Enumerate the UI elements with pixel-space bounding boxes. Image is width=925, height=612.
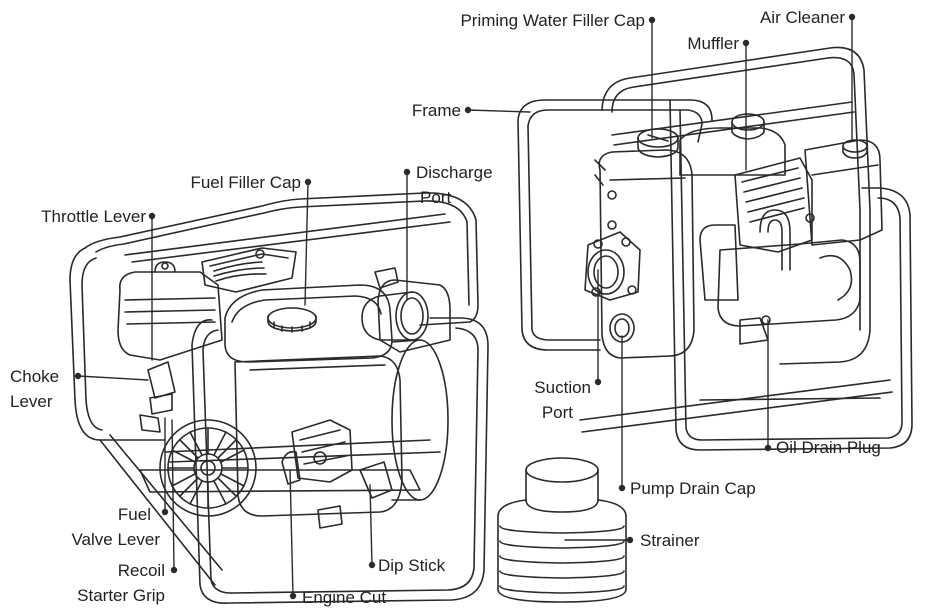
label-strainer: Strainer bbox=[640, 531, 700, 550]
label-fuel-valve-lever-line1: Fuel bbox=[117, 505, 151, 524]
label-fuel-filler-cap: Fuel Filler Cap bbox=[190, 173, 301, 192]
left-fuel-tank bbox=[224, 284, 393, 363]
left-pump-illustration bbox=[69, 192, 489, 604]
left-frame-front bbox=[191, 317, 489, 604]
label-priming-water-filler-cap: Priming Water Filler Cap bbox=[460, 11, 645, 30]
label-dip-stick: Dip Stick bbox=[378, 556, 446, 575]
label-recoil-starter-grip-line2: Starter Grip bbox=[77, 586, 165, 605]
label-discharge-port-line1: Discharge bbox=[416, 163, 493, 182]
label-suction-port-line1: Suction bbox=[534, 378, 591, 397]
label-choke-lever-line1: Choke bbox=[10, 367, 60, 386]
label-recoil-starter-grip-line1: Recoil bbox=[117, 561, 165, 580]
label-throttle-lever: Throttle Lever bbox=[41, 207, 146, 226]
right-frame-front bbox=[517, 99, 713, 351]
label-fuel-valve-lever-line2: Valve Lever bbox=[71, 530, 160, 549]
label-engine-cut: Engine Cut bbox=[302, 588, 387, 607]
label-oil-drain-plug: Oil Drain Plug bbox=[776, 438, 881, 457]
strainer-illustration bbox=[497, 457, 627, 603]
discharge-port-shape bbox=[361, 267, 429, 341]
label-discharge-port-line2: Port bbox=[420, 188, 452, 207]
label-frame: Frame bbox=[411, 101, 461, 120]
left-frame-back bbox=[84, 192, 479, 326]
label-choke-lever-line2: Lever bbox=[10, 392, 53, 411]
label-suction-port-line2: Port bbox=[541, 403, 573, 422]
right-frame-back bbox=[601, 46, 871, 365]
recoil-starter bbox=[159, 419, 257, 517]
right-pump-illustration bbox=[517, 46, 913, 451]
label-pump-drain-cap: Pump Drain Cap bbox=[630, 479, 756, 498]
label-muffler: Muffler bbox=[687, 34, 739, 53]
label-air-cleaner: Air Cleaner bbox=[759, 8, 845, 27]
suction-port-shape bbox=[584, 231, 641, 301]
leader-lines bbox=[74, 13, 856, 600]
